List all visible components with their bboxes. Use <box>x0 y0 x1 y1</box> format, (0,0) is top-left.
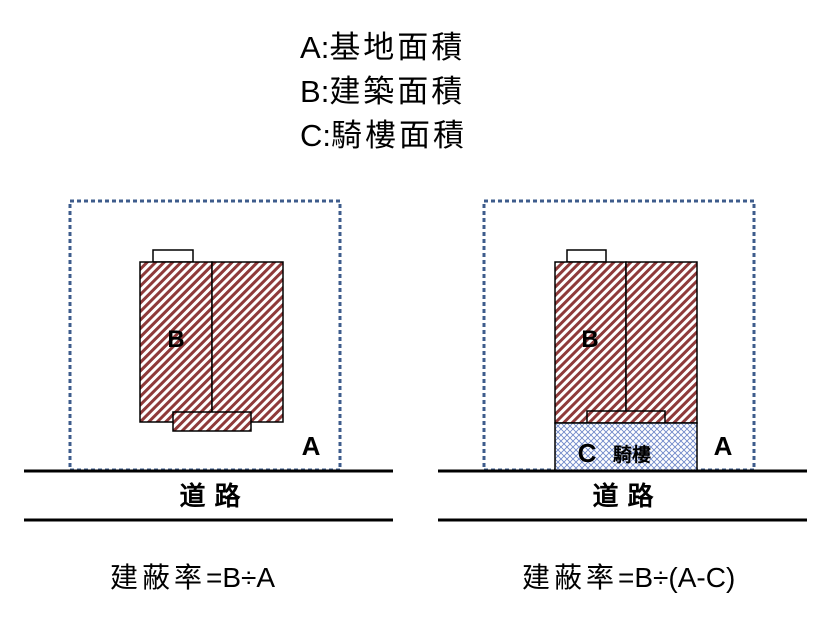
right-road-label: 道 路 <box>592 481 654 512</box>
left-road-label: 道 路 <box>179 481 241 512</box>
left-building-label: B <box>167 326 184 353</box>
legend-text-c: 騎樓面積 <box>331 118 468 154</box>
left-formula-term: 建蔽率 <box>110 561 207 594</box>
legend-text-a: 基地面積 <box>329 30 466 66</box>
right-formula-term: 建蔽率 <box>522 561 619 594</box>
legend-item-b: B:建築面積 <box>300 70 560 114</box>
legend-sep-a: : <box>320 30 330 65</box>
legend-key-c: C <box>300 118 323 153</box>
right-panel: B C 騎樓 A 道 路 <box>438 199 807 522</box>
right-arcade-label: C <box>578 438 597 468</box>
legend-sep-b: : <box>320 74 330 109</box>
legend-key-b: B <box>300 74 321 109</box>
left-formula-expression: =B÷A <box>206 562 276 593</box>
left-building-step <box>172 411 252 432</box>
left-building-section-1 <box>139 261 213 423</box>
right-building-roof-tab <box>566 249 607 263</box>
legend-text-b: 建築面積 <box>329 74 466 110</box>
left-formula: 建蔽率=B÷A <box>110 556 275 596</box>
right-formula-expression: =B÷(A-C) <box>618 562 736 593</box>
right-building-section-1 <box>554 261 627 424</box>
right-site-label: A <box>714 431 733 461</box>
right-formula: 建蔽率=B÷(A-C) <box>522 556 735 596</box>
left-building-roof-tab <box>152 249 194 263</box>
legend-item-a: A:基地面積 <box>300 26 560 70</box>
legend-key-a: A <box>300 30 321 65</box>
left-building-section-2 <box>211 261 284 423</box>
right-arcade-area <box>554 422 698 472</box>
left-site-label: A <box>302 431 321 461</box>
legend-item-c: C:騎樓面積 <box>300 114 560 158</box>
right-building-section-2 <box>625 261 698 424</box>
right-building-step <box>586 410 666 424</box>
right-building-label: B <box>581 326 598 353</box>
left-panel: B A 道 路 <box>24 199 393 522</box>
legend-sep-c: : <box>322 118 332 153</box>
legend: A:基地面積 B:建築面積 C:騎樓面積 <box>300 26 560 158</box>
right-arcade-text: 騎樓 <box>613 443 651 466</box>
